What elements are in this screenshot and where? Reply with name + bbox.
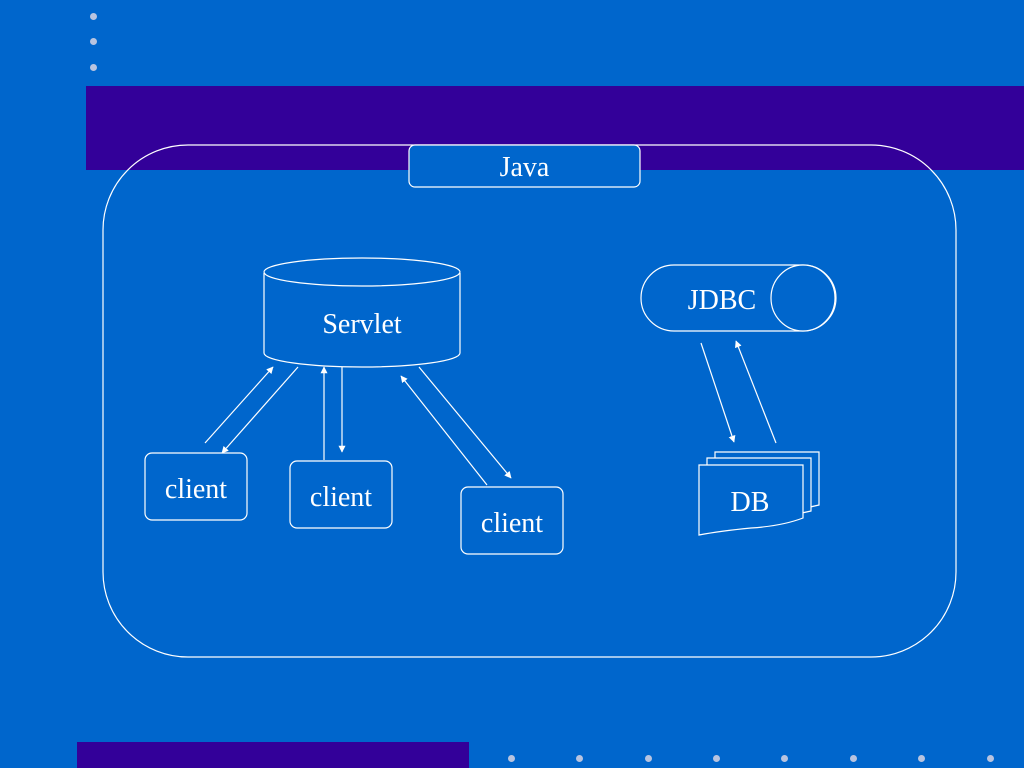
client-node-1: client xyxy=(144,452,248,521)
arrow-jdbc-to-db xyxy=(700,342,736,443)
decor-dot xyxy=(987,755,994,762)
servlet-node: Servlet xyxy=(263,257,461,368)
jdbc-db-arrows xyxy=(700,340,777,444)
decor-dot xyxy=(90,64,97,71)
arrow-servlet-to-client3 xyxy=(418,366,512,479)
jdbc-node: JDBC xyxy=(640,264,837,332)
decor-dot xyxy=(713,755,720,762)
db-label: DB xyxy=(731,487,770,518)
client-box xyxy=(289,460,393,529)
jdbc-cylinder-end xyxy=(770,264,836,332)
decor-dot xyxy=(90,38,97,45)
java-label-box: Java xyxy=(408,144,641,188)
decor-dot xyxy=(576,755,583,762)
client-box xyxy=(144,452,248,521)
client-node-2: client xyxy=(289,460,393,529)
decor-dot xyxy=(850,755,857,762)
client-label: client xyxy=(481,508,543,539)
decor-dot xyxy=(781,755,788,762)
java-label: Java xyxy=(500,152,550,183)
servlet-label: Servlet xyxy=(322,309,402,340)
jdbc-label: JDBC xyxy=(688,285,756,316)
servlet-client-arrows xyxy=(204,366,512,486)
db-node: DB xyxy=(698,451,820,536)
client-label: client xyxy=(310,482,372,513)
java-container xyxy=(102,144,957,658)
decor-dot xyxy=(508,755,515,762)
decor-dot xyxy=(918,755,925,762)
arrow-client3-to-servlet xyxy=(400,375,488,486)
decor-dot xyxy=(90,13,97,20)
bottom-accent-band xyxy=(77,742,469,768)
decor-dot xyxy=(645,755,652,762)
client-node-3: client xyxy=(460,486,564,555)
arrow-servlet-to-client1 xyxy=(221,366,299,454)
arrow-db-to-jdbc xyxy=(735,340,777,444)
client-label: client xyxy=(165,474,227,505)
servlet-cylinder-top xyxy=(263,257,461,287)
servlet-cylinder-body xyxy=(263,273,461,368)
arrow-client1-to-servlet xyxy=(204,366,274,444)
java-label-frame xyxy=(408,144,641,188)
client-box xyxy=(460,486,564,555)
db-document-front xyxy=(698,464,804,536)
